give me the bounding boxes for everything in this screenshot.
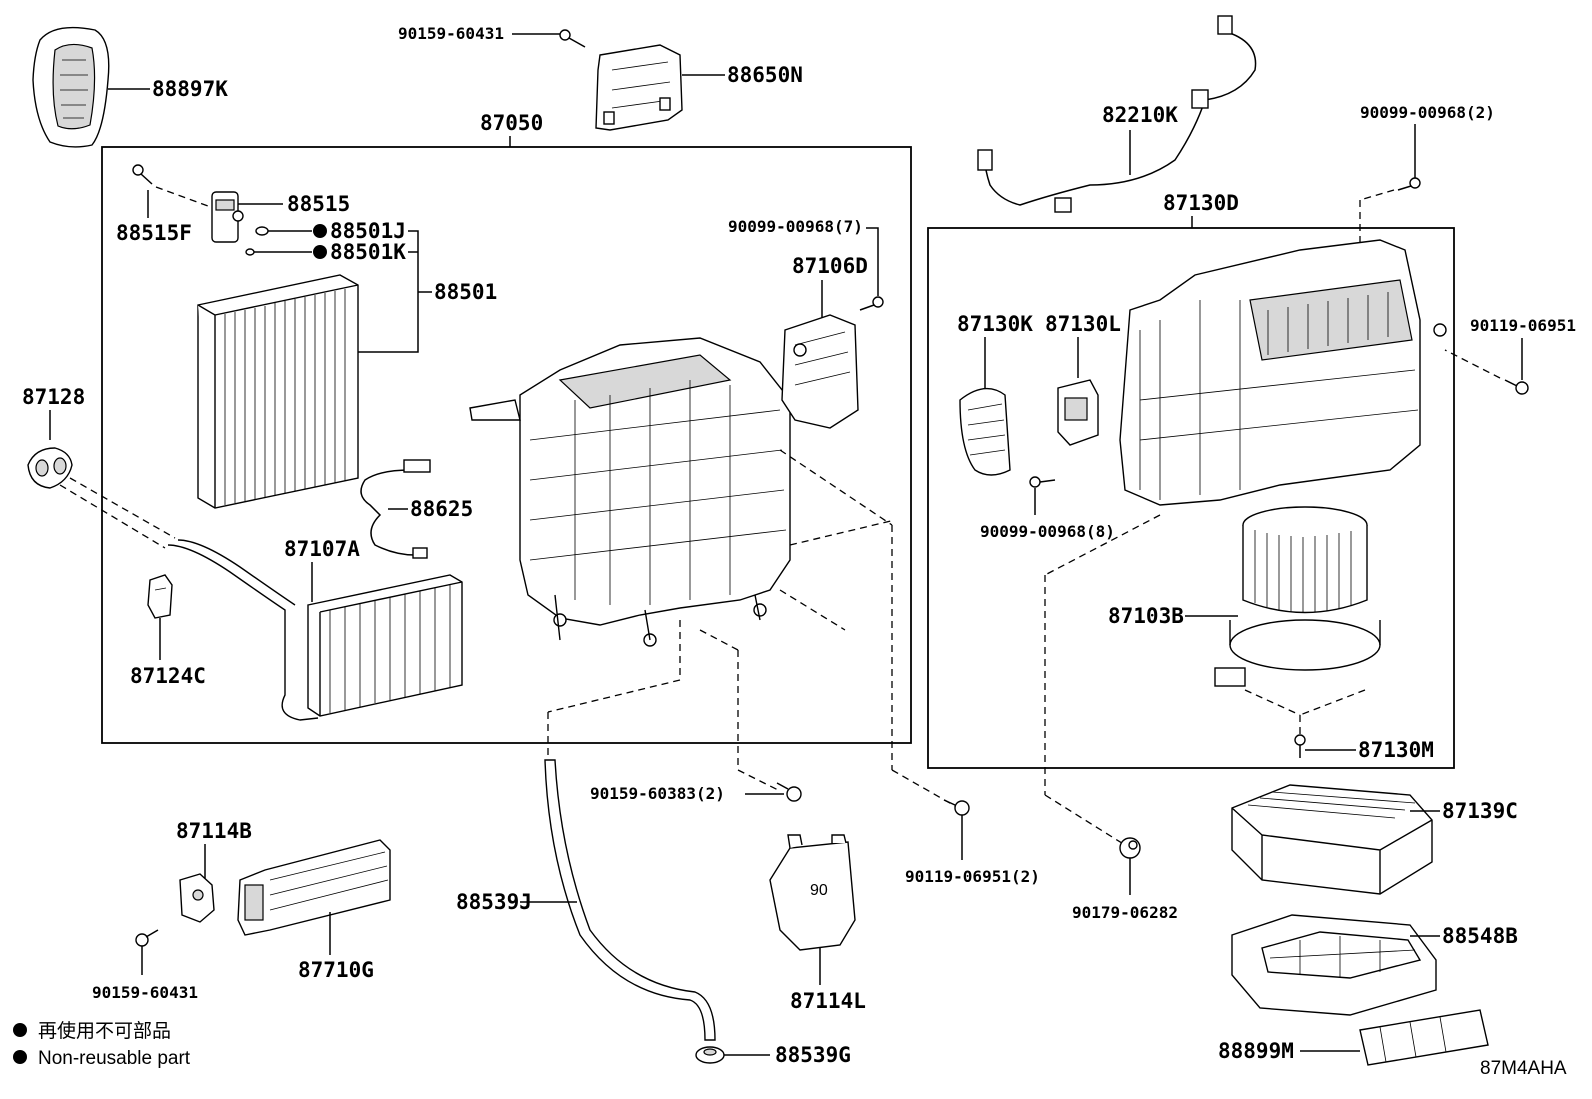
part-87130K-cover-icon[interactable] <box>959 387 1011 476</box>
screw-icon <box>559 29 586 48</box>
part-87114L-bracket-icon[interactable]: 90 <box>769 834 856 951</box>
assembly-box-87050 <box>101 146 912 744</box>
screw-icon <box>1504 379 1529 395</box>
part-87139C-filter-icon[interactable] <box>1231 784 1433 895</box>
part-88625-sensor-icon[interactable] <box>360 459 431 559</box>
part-88539G-grommet-icon[interactable] <box>695 1046 725 1064</box>
screw-icon <box>943 799 970 816</box>
screw-icon <box>135 929 159 947</box>
label-90159-60431-bottom[interactable]: 90159-60431 <box>92 983 198 1002</box>
label-88548B[interactable]: 88548B <box>1442 924 1518 948</box>
diagram-code: 87M4AHA <box>1480 1058 1567 1079</box>
legend-japanese: 再使用不可部品 <box>38 1020 171 1042</box>
screw-icon <box>776 782 802 802</box>
label-87114L[interactable]: 87114L <box>790 989 866 1013</box>
part-88501-evaporator-icon[interactable] <box>197 274 359 509</box>
part-88899M-strip-icon[interactable] <box>1359 1009 1489 1066</box>
legend-marker-icon <box>13 1023 27 1037</box>
o-ring-88501J-icon[interactable] <box>255 226 269 236</box>
label-88625[interactable]: 88625 <box>410 497 473 521</box>
legend-english: Non-reusable part <box>38 1048 191 1069</box>
legend-marker-icon <box>13 1050 27 1064</box>
screw-icon <box>1029 476 1056 488</box>
label-88539J[interactable]: 88539J <box>456 890 532 914</box>
part-87103B-blower-motor-icon[interactable] <box>1214 506 1381 687</box>
part-88548B-tray-icon[interactable] <box>1231 914 1437 1016</box>
label-87114B[interactable]: 87114B <box>176 819 252 843</box>
screw-87130M-icon[interactable] <box>1294 734 1306 758</box>
label-90099-00968-7[interactable]: 90099-00968(7) <box>728 217 863 236</box>
part-87107A-heater-core-icon[interactable] <box>167 539 463 721</box>
label-88501[interactable]: 88501 <box>434 280 497 304</box>
part-87130D-blower-housing-icon[interactable] <box>1119 239 1447 506</box>
screw-icon <box>1397 177 1421 191</box>
part-87710G-heater-icon[interactable] <box>237 839 391 936</box>
part-87128-grommet-icon[interactable] <box>27 447 73 489</box>
label-88897K[interactable]: 88897K <box>152 77 228 101</box>
label-82210K[interactable]: 82210K <box>1102 103 1178 127</box>
part-88515-icon[interactable] <box>211 191 244 243</box>
label-88515[interactable]: 88515 <box>287 192 350 216</box>
label-88501J[interactable]: 88501J <box>330 219 406 243</box>
label-87130M[interactable]: 87130M <box>1358 738 1434 762</box>
part-88539J-drain-hose-icon[interactable] <box>544 759 716 1041</box>
label-87130L[interactable]: 87130L <box>1045 312 1121 336</box>
label-87106D[interactable]: 87106D <box>792 254 868 278</box>
part-87130L-actuator-icon[interactable] <box>1057 379 1099 446</box>
part-87114B-clip-icon[interactable] <box>179 873 215 923</box>
label-90159-60383-2[interactable]: 90159-60383(2) <box>590 784 725 803</box>
label-88650N[interactable]: 88650N <box>727 63 803 87</box>
assembly-box-87130D <box>927 227 1455 769</box>
label-87124C[interactable]: 87124C <box>130 664 206 688</box>
label-87139C[interactable]: 87139C <box>1442 799 1518 823</box>
label-87128[interactable]: 87128 <box>22 385 85 409</box>
label-88539G[interactable]: 88539G <box>775 1043 851 1067</box>
label-88501K[interactable]: 88501K <box>330 240 406 264</box>
part-87050-housing-icon[interactable] <box>469 337 791 647</box>
part-90179-06282-grommet-icon[interactable] <box>1119 837 1141 859</box>
label-90119-06951[interactable]: 90119-06951 <box>1470 316 1576 335</box>
label-90179-06282[interactable]: 90179-06282 <box>1072 903 1178 922</box>
label-90099-00968-8[interactable]: 90099-00968(8) <box>980 522 1115 541</box>
part-88650N-icon[interactable] <box>595 44 683 131</box>
part-87124C-bracket-icon[interactable] <box>147 574 173 619</box>
non-reusable-marker-icon <box>313 224 327 238</box>
label-87130D[interactable]: 87130D <box>1163 191 1239 215</box>
label-87710G[interactable]: 87710G <box>298 958 374 982</box>
label-87130K[interactable]: 87130K <box>957 312 1033 336</box>
label-90099-00968-2[interactable]: 90099-00968(2) <box>1360 103 1495 122</box>
label-88515F[interactable]: 88515F <box>116 221 192 245</box>
label-87107A[interactable]: 87107A <box>284 537 360 561</box>
label-87103B[interactable]: 87103B <box>1108 604 1184 628</box>
label-87050[interactable]: 87050 <box>480 111 543 135</box>
o-ring-88501K-icon[interactable] <box>245 248 255 256</box>
label-90119-06951-2[interactable]: 90119-06951(2) <box>905 867 1040 886</box>
svg-text:90: 90 <box>810 882 828 899</box>
part-88897K-icon[interactable] <box>32 26 110 148</box>
non-reusable-marker-icon <box>313 245 327 259</box>
part-82210K-harness-icon[interactable] <box>977 15 1257 213</box>
label-90159-60431-top[interactable]: 90159-60431 <box>398 24 504 43</box>
label-88899M[interactable]: 88899M <box>1218 1039 1294 1063</box>
screw-icon <box>859 296 884 311</box>
part-87106D-servo-icon[interactable] <box>781 314 859 429</box>
bolt-88515F-icon[interactable] <box>132 164 153 185</box>
